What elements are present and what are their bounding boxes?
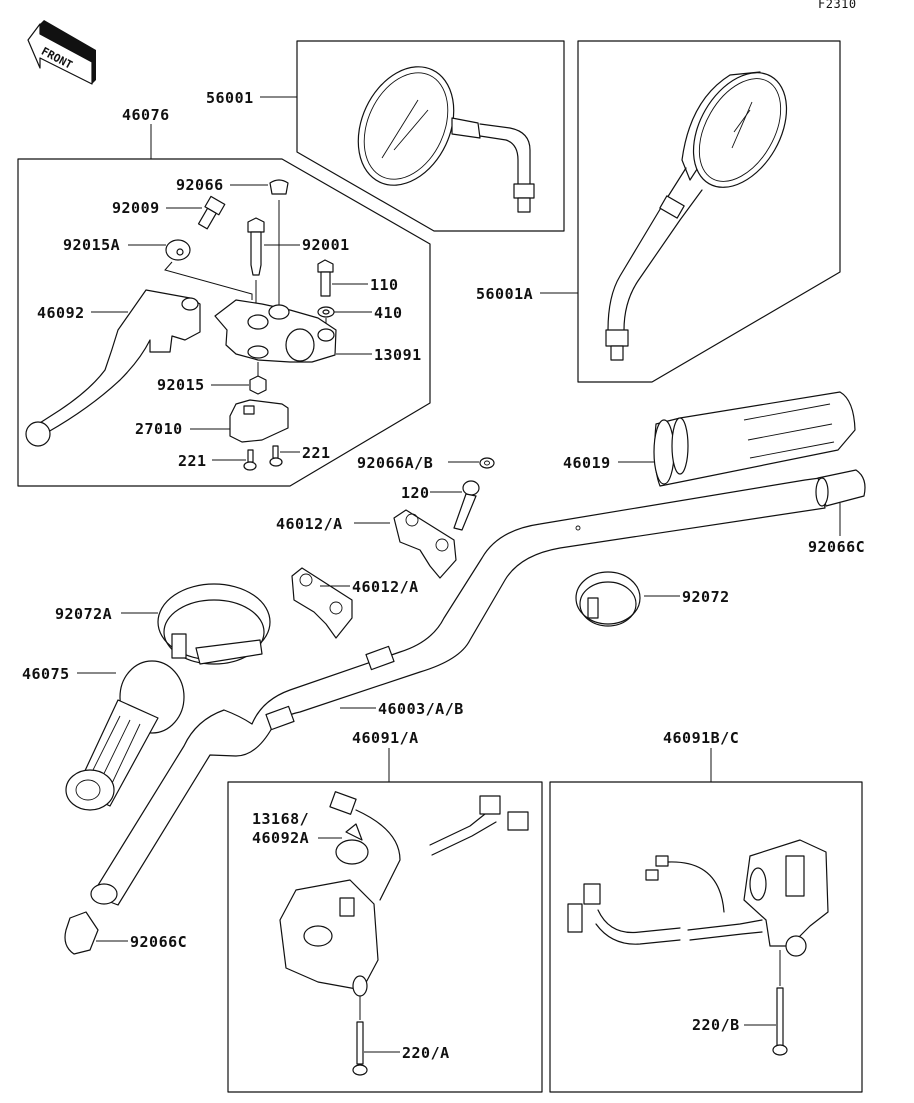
label-92066C-left: 92066C [130, 933, 187, 951]
label-27010: 27010 [135, 420, 183, 438]
label-56001A: 56001A [476, 285, 533, 303]
front-arrow-icon: FRONT [27, 20, 96, 85]
callout-92066AB[interactable]: 92066A/B [357, 454, 479, 472]
callout-220B[interactable]: 220/B [692, 1016, 776, 1034]
callout-46092A[interactable]: 46092A [252, 829, 342, 847]
part-46019: 46019 [563, 391, 856, 487]
callout-56001A[interactable]: 56001A [476, 285, 578, 303]
part-46003-handlebar: 46003/A/B [90, 477, 826, 906]
label-92066: 92066 [176, 176, 224, 194]
callout-92072A[interactable]: 92072A [55, 605, 158, 623]
label-120: 120 [401, 484, 430, 502]
group-46091BC: 46091B/C 220/B [549, 729, 863, 1093]
label-92072A: 92072A [55, 605, 112, 623]
callout-110[interactable]: 110 [332, 276, 399, 294]
label-221-right: 221 [302, 444, 331, 462]
part-92072-band: 92072 [575, 571, 730, 627]
label-46003AB: 46003/A/B [378, 700, 464, 718]
label-92009: 92009 [112, 199, 160, 217]
label-92066C-right: 92066C [808, 538, 865, 556]
label-46092: 46092 [37, 304, 85, 322]
label-46012A-upper: 46012/A [276, 515, 343, 533]
label-110: 110 [370, 276, 399, 294]
label-92015: 92015 [157, 376, 205, 394]
callout-221-left[interactable]: 221 [178, 452, 246, 470]
callout-92009[interactable]: 92009 [112, 199, 202, 217]
label-220B: 220/B [692, 1016, 740, 1034]
callout-46075[interactable]: 46075 [22, 665, 116, 683]
part-120-bolt: 120 [401, 480, 480, 531]
callout-13091[interactable]: 13091 [336, 346, 422, 364]
callout-92066C-right[interactable]: 92066C [808, 538, 865, 556]
callout-46092[interactable]: 46092 [37, 304, 128, 322]
label-46076: 46076 [122, 106, 170, 124]
group-56001: 56001 [206, 40, 565, 232]
callout-46091BC[interactable]: 46091B/C [663, 729, 739, 747]
callout-27010[interactable]: 27010 [135, 420, 230, 438]
callout-13168[interactable]: 13168/ [252, 810, 309, 828]
callout-46076[interactable]: 46076 [122, 106, 170, 124]
part-46012A-upper: 46012/A [276, 509, 457, 579]
label-46091A: 46091/A [352, 729, 419, 747]
label-92015A: 92015A [63, 236, 120, 254]
label-221-left: 221 [178, 452, 207, 470]
label-220A: 220/A [402, 1044, 450, 1062]
part-92066C-right: 92066C [808, 469, 866, 556]
callout-46003AB[interactable]: 46003/A/B [340, 700, 464, 718]
label-13168: 13168/ [252, 810, 309, 828]
callout-221-right[interactable]: 221 [280, 444, 331, 462]
label-92001: 92001 [302, 236, 350, 254]
part-92072A-band: 92072A [55, 583, 271, 665]
label-46092A: 46092A [252, 829, 309, 847]
label-46075: 46075 [22, 665, 70, 683]
label-13091: 13091 [374, 346, 422, 364]
callout-410[interactable]: 410 [334, 304, 403, 322]
part-92066AB: 92066A/B [357, 454, 495, 472]
figure-id: F2310 [818, 0, 857, 11]
label-410: 410 [374, 304, 403, 322]
label-46019: 46019 [563, 454, 611, 472]
callout-56001[interactable]: 56001 [206, 89, 297, 107]
callout-46091A[interactable]: 46091/A [352, 729, 419, 747]
callout-46012A-upper[interactable]: 46012/A [276, 515, 390, 533]
group-56001A: 56001A [476, 40, 841, 383]
callout-220A[interactable]: 220/A [364, 1044, 450, 1062]
part-92066C-left: 92066C [64, 911, 187, 955]
callout-92072[interactable]: 92072 [644, 588, 730, 606]
callout-92015[interactable]: 92015 [157, 376, 249, 394]
label-56001: 56001 [206, 89, 254, 107]
callout-92066[interactable]: 92066 [176, 176, 268, 194]
callout-120[interactable]: 120 [401, 484, 462, 502]
part-46012A-lower: 46012/A [291, 567, 419, 639]
callout-46012A-lower[interactable]: 46012/A [320, 578, 419, 596]
callout-92015A[interactable]: 92015A [63, 236, 166, 254]
callout-46019[interactable]: 46019 [563, 454, 654, 472]
callout-92066C-left[interactable]: 92066C [96, 933, 187, 951]
callout-92001[interactable]: 92001 [264, 236, 350, 254]
label-46012A-lower: 46012/A [352, 578, 419, 596]
label-92072: 92072 [682, 588, 730, 606]
label-46091BC: 46091B/C [663, 729, 739, 747]
group-46076: 46076 [17, 106, 431, 487]
group-46091A: 46091/A 13168/ 46092A 220/A [227, 729, 543, 1093]
part-46075-grip: 46075 [22, 660, 185, 811]
label-92066AB: 92066A/B [357, 454, 433, 472]
